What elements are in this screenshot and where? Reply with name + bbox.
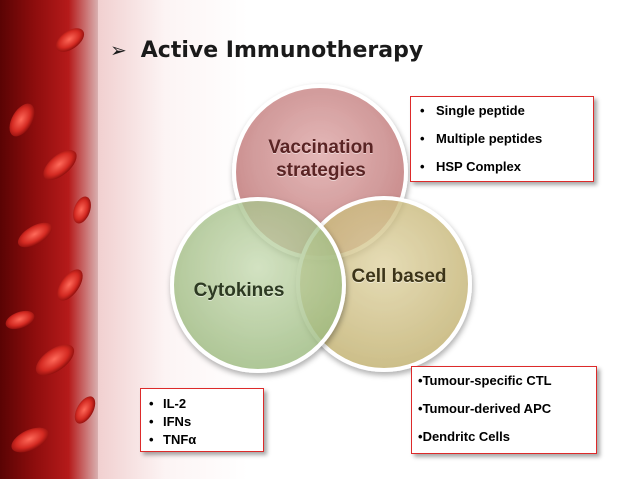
list-item: IL-2 xyxy=(141,395,263,413)
slide-title-text: Active Immunotherapy xyxy=(140,38,424,63)
cytokines-details-box: IL-2 IFNs TNFα xyxy=(140,388,264,452)
cell-based-details-box: Tumour-specific CTL Tumour-derived APC D… xyxy=(411,366,597,454)
label-vaccination-strategies: Vaccination strategies xyxy=(268,137,374,181)
blood-cells-background xyxy=(0,0,98,479)
list-item: Tumour-derived APC xyxy=(412,395,596,423)
list-item: Dendritc Cells xyxy=(412,423,596,451)
list-item: Single peptide xyxy=(411,97,593,125)
label-cytokines: Cytokines xyxy=(193,280,285,301)
list-item: HSP Complex xyxy=(411,153,593,181)
circle-cytokines xyxy=(170,197,346,373)
slide-title: ➢ Active Immunotherapy xyxy=(110,38,423,63)
vaccination-details-box: Single peptide Multiple peptides HSP Com… xyxy=(410,96,594,182)
list-item: Tumour-specific CTL xyxy=(412,367,596,395)
list-item: Multiple peptides xyxy=(411,125,593,153)
list-item: IFNs xyxy=(141,413,263,431)
arrow-bullet-icon: ➢ xyxy=(110,38,127,62)
list-item: TNFα xyxy=(141,431,263,449)
label-cell-based: Cell based xyxy=(351,266,447,287)
